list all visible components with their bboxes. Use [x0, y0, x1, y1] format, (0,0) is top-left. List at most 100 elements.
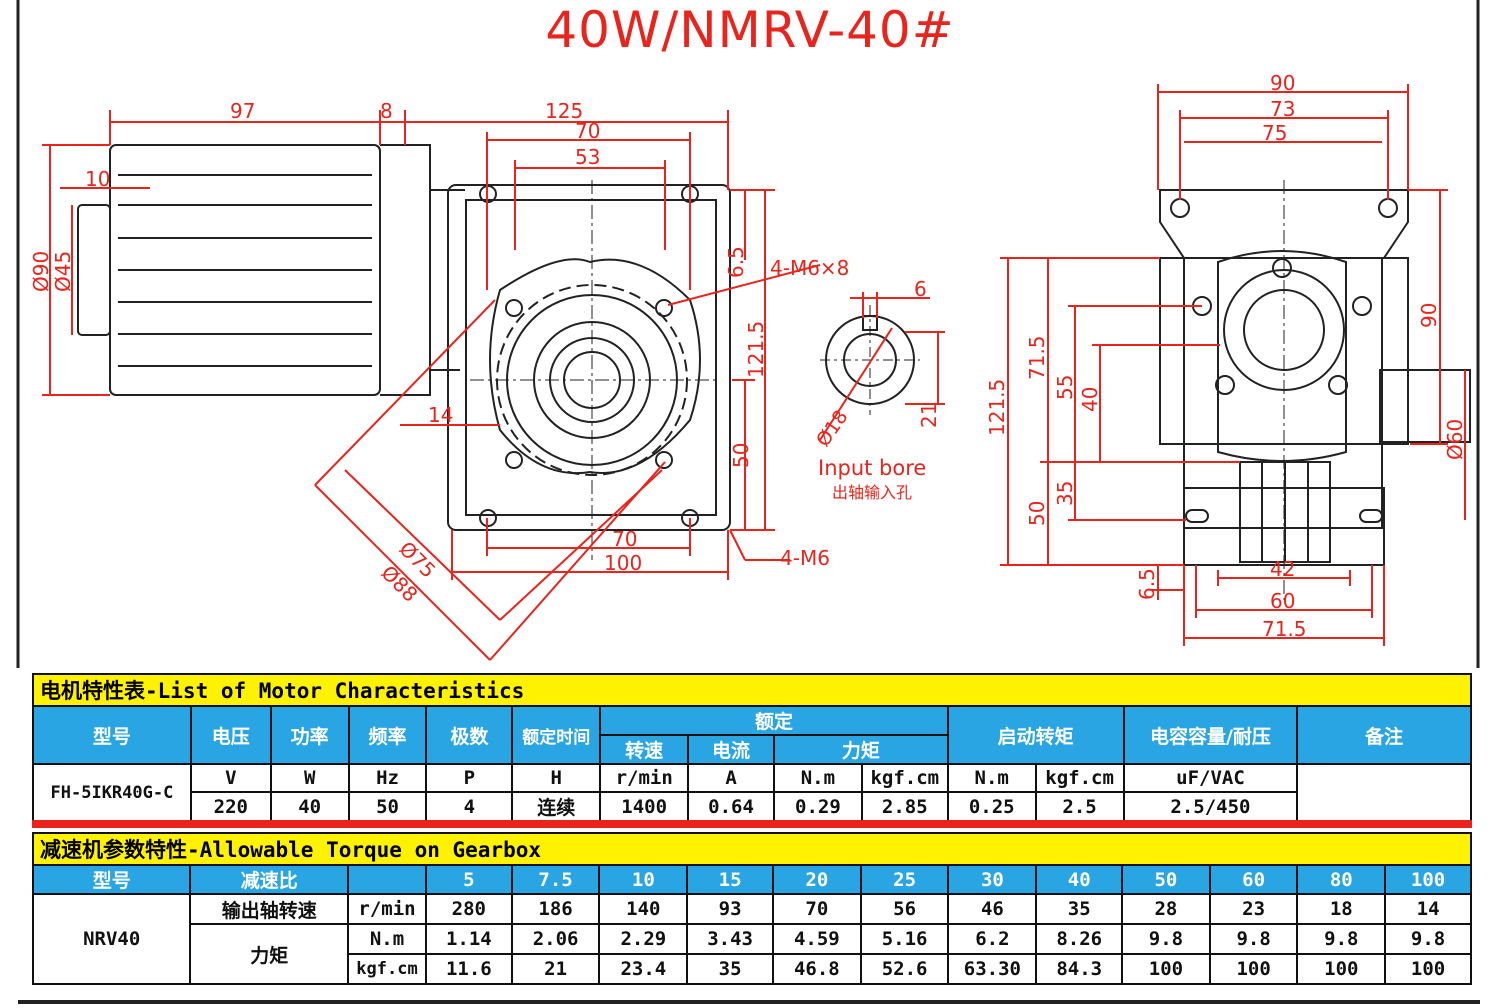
dim-71-5-left: 71.5: [1025, 335, 1049, 380]
bottom-frame-line: [18, 1000, 1480, 1004]
dim-121-5-side: 121.5: [985, 379, 1009, 436]
separator-bar: [32, 820, 1472, 828]
motor-table-title: 电机特性表-List of Motor Characteristics: [32, 673, 1472, 707]
torque-kgf-cell: 52.6: [859, 953, 950, 985]
torque-kgf-cell: 63.30: [947, 953, 1038, 985]
speed-unit: r/min: [347, 893, 427, 925]
dim-dia-60: Ø60: [1443, 419, 1467, 460]
torque-kgf-cell: 100: [1384, 953, 1472, 985]
speed-cell: 18: [1296, 893, 1387, 925]
front-dimensions: [42, 110, 821, 661]
header-capacitor: 电容容量/耐压: [1122, 705, 1299, 765]
header-poles: 极数: [425, 705, 514, 765]
header-model: 型号: [32, 705, 192, 765]
unit-start-torque-nm: N.m: [946, 763, 1037, 793]
value-rated-time: 连续: [511, 791, 602, 822]
speed-cell: 46: [947, 893, 1038, 925]
unit-frequency: Hz: [347, 763, 428, 793]
header-voltage: 电压: [189, 705, 272, 765]
front-dimension-labels: 97 8 125 70 53 10 Ø90 Ø45 6.5 4-M6×8 121…: [29, 99, 849, 607]
header-start-torque: 启动转矩: [946, 705, 1125, 765]
ratio-cell: 100: [1384, 864, 1472, 895]
speed-cell: 14: [1384, 893, 1472, 925]
dim-6: 6: [914, 277, 927, 301]
dim-60-bottom: 60: [1270, 589, 1295, 613]
speed-cell: 35: [1035, 893, 1124, 925]
header-current: 电流: [687, 734, 775, 765]
unit-torque-kgf: kgf.cm: [860, 763, 949, 793]
dim-70-top: 70: [575, 119, 600, 143]
dim-53: 53: [575, 145, 600, 169]
dim-50-side: 50: [1025, 501, 1049, 526]
header-power: 功率: [269, 705, 350, 765]
header-frequency: 频率: [347, 705, 428, 765]
motor-model: FH-5IKR40G-C: [32, 763, 192, 822]
torque-kgf-cell: 100: [1121, 953, 1211, 985]
gearbox-torque-table: 减速机参数特性-Allowable Torque on Gearbox 型号 减…: [31, 832, 1472, 985]
dim-35: 35: [1053, 481, 1077, 506]
hole-note: 4-M6×8: [770, 256, 849, 280]
torque-nm-cell: 5.16: [859, 923, 950, 955]
value-current: 0.64: [687, 791, 775, 822]
unit-rated-time: H: [511, 763, 602, 793]
torque-nm-cell: 1.14: [424, 923, 513, 955]
ratio-cell: 40: [1035, 864, 1124, 895]
ratio-cell: 15: [686, 864, 774, 895]
value-torque-nm: 0.29: [772, 791, 863, 822]
dim-121-5: 121.5: [744, 321, 768, 378]
dim-14: 14: [428, 403, 453, 427]
dim-71-5-bottom: 71.5: [1262, 617, 1307, 641]
value-poles: 4: [425, 791, 514, 822]
header-rated-time: 额定时间: [511, 705, 602, 765]
input-bore-labels: 6 Ø18 21 Input bore 出轴输入孔: [812, 277, 941, 502]
dim-21: 21: [917, 403, 941, 428]
dim-8: 8: [380, 99, 393, 123]
torque-nm-cell: 9.8: [1296, 923, 1387, 955]
dim-dia-45: Ø45: [51, 251, 75, 292]
gearbox-table-title: 减速机参数特性-Allowable Torque on Gearbox: [32, 832, 1472, 866]
ratio-cell: 30: [947, 864, 1038, 895]
unit-poles: P: [425, 763, 514, 793]
torque-nm-cell: 8.26: [1035, 923, 1124, 955]
speed-cell: 56: [859, 893, 950, 925]
value-capacitor: 2.5/450: [1122, 791, 1299, 822]
torque-nm-cell: 6.2: [947, 923, 1038, 955]
header-ratio-unit: [347, 864, 427, 895]
unit-current: A: [687, 763, 775, 793]
dim-97: 97: [230, 99, 255, 123]
speed-cell: 186: [510, 893, 601, 925]
speed-label: 输出轴转速: [189, 893, 350, 925]
header-ratio: 减速比: [189, 864, 350, 895]
dim-6-5: 6.5: [724, 246, 748, 278]
value-frequency: 50: [347, 791, 428, 822]
input-bore: [819, 292, 945, 441]
dim-50: 50: [729, 443, 753, 468]
dim-55: 55: [1053, 375, 1077, 400]
torque-nm-cell: 2.29: [598, 923, 689, 955]
unit-torque-nm: N.m: [772, 763, 863, 793]
speed-cell: 93: [686, 893, 774, 925]
torque-kgf-cell: 35: [686, 953, 774, 985]
unit-speed: r/min: [599, 763, 690, 793]
torque-nm-cell: 4.59: [771, 923, 862, 955]
input-bore-label-cn: 出轴输入孔: [832, 483, 912, 502]
torque-nm-cell: 3.43: [686, 923, 774, 955]
unit-start-torque-kgf: kgf.cm: [1034, 763, 1125, 793]
torque-label: 力矩: [189, 923, 350, 985]
ratio-cell: 60: [1208, 864, 1299, 895]
dim-73: 73: [1270, 97, 1295, 121]
torque-kgf-cell: 11.6: [424, 953, 513, 985]
motor-characteristics-table: 电机特性表-List of Motor Characteristics 型号 电…: [32, 673, 1472, 822]
value-power: 40: [269, 791, 350, 822]
ratio-cell: 20: [771, 864, 862, 895]
value-start-torque-nm: 0.25: [946, 791, 1037, 822]
speed-cell: 28: [1121, 893, 1211, 925]
remarks-cell: [1296, 763, 1472, 822]
foot-note: 4-M6: [780, 546, 830, 570]
dim-40: 40: [1078, 387, 1102, 412]
unit-capacitor: uF/VAC: [1122, 763, 1299, 793]
dim-125: 125: [545, 99, 583, 123]
side-dimension-labels: 90 73 75 90 Ø60 121.5 71.5 55 40 35 50 6…: [985, 71, 1467, 641]
dim-100: 100: [604, 551, 642, 575]
